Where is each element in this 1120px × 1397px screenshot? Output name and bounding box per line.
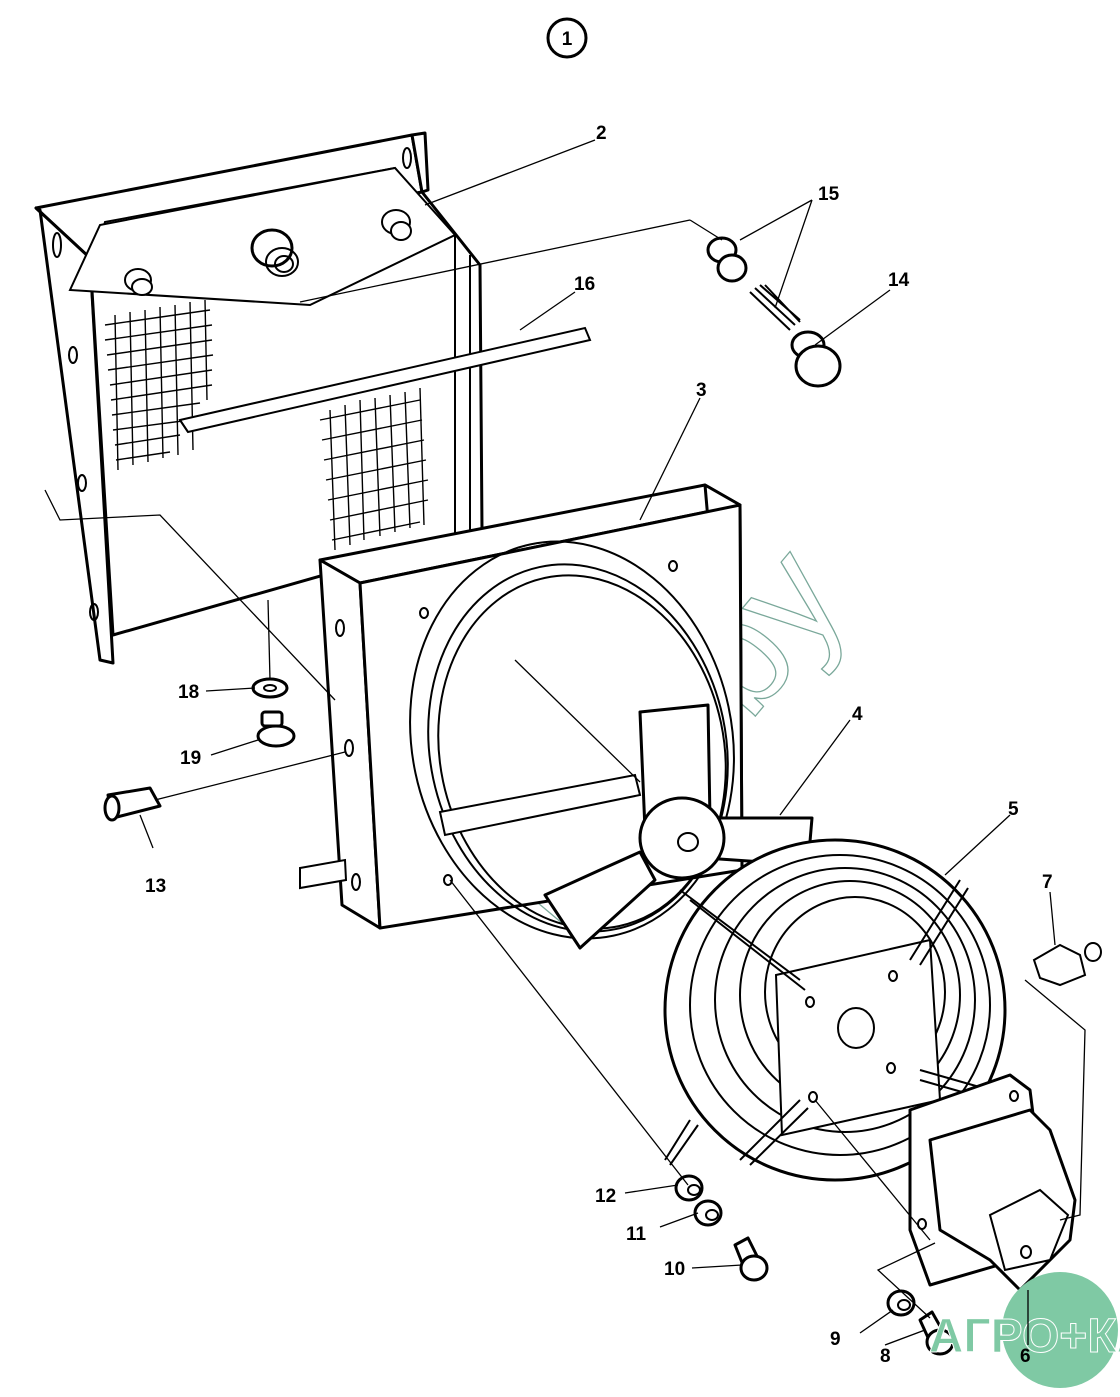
label-5: 5 xyxy=(1008,799,1019,820)
label-18: 18 xyxy=(178,682,199,703)
label-15: 15 xyxy=(818,184,840,205)
label-3: 3 xyxy=(696,380,707,401)
hardware xyxy=(103,677,955,1356)
coil-heat-exchanger xyxy=(663,838,1007,1182)
valve-assembly xyxy=(706,236,842,388)
leader-lines xyxy=(44,139,1086,1346)
label-12: 12 xyxy=(595,1186,616,1207)
logo: АГРО+КА xyxy=(928,1272,1120,1388)
label-19: 19 xyxy=(180,748,201,769)
figure-number: 1 xyxy=(562,29,573,50)
drain-plug-19 xyxy=(256,724,296,748)
logo-text: АГРО+КА xyxy=(929,1310,1120,1363)
label-11: 11 xyxy=(626,1224,647,1245)
part-labels: 2 3 4 5 6 7 8 9 10 11 12 13 14 15 16 18 … xyxy=(145,123,1053,1367)
bolt-10 xyxy=(739,1254,769,1282)
label-4: 4 xyxy=(852,704,863,725)
bolt-8 xyxy=(925,1328,955,1356)
label-7: 7 xyxy=(1042,872,1053,893)
label-8: 8 xyxy=(880,1346,891,1367)
radiator-core xyxy=(34,131,592,665)
radiator-mesh xyxy=(104,299,429,551)
fan-impeller xyxy=(543,703,814,950)
washer-18 xyxy=(251,677,289,699)
radiator-fitting xyxy=(124,209,412,296)
figure-number-badge: 1 xyxy=(546,17,588,59)
label-14: 14 xyxy=(888,270,910,291)
label-6: 6 xyxy=(1020,1346,1031,1367)
label-13: 13 xyxy=(145,876,166,897)
label-16: 16 xyxy=(574,274,595,295)
fitting-7 xyxy=(1032,942,1102,987)
label-10: 10 xyxy=(664,1259,685,1280)
label-9: 9 xyxy=(830,1329,841,1350)
label-2: 2 xyxy=(596,123,607,144)
hydraulic-motor xyxy=(908,1073,1077,1292)
